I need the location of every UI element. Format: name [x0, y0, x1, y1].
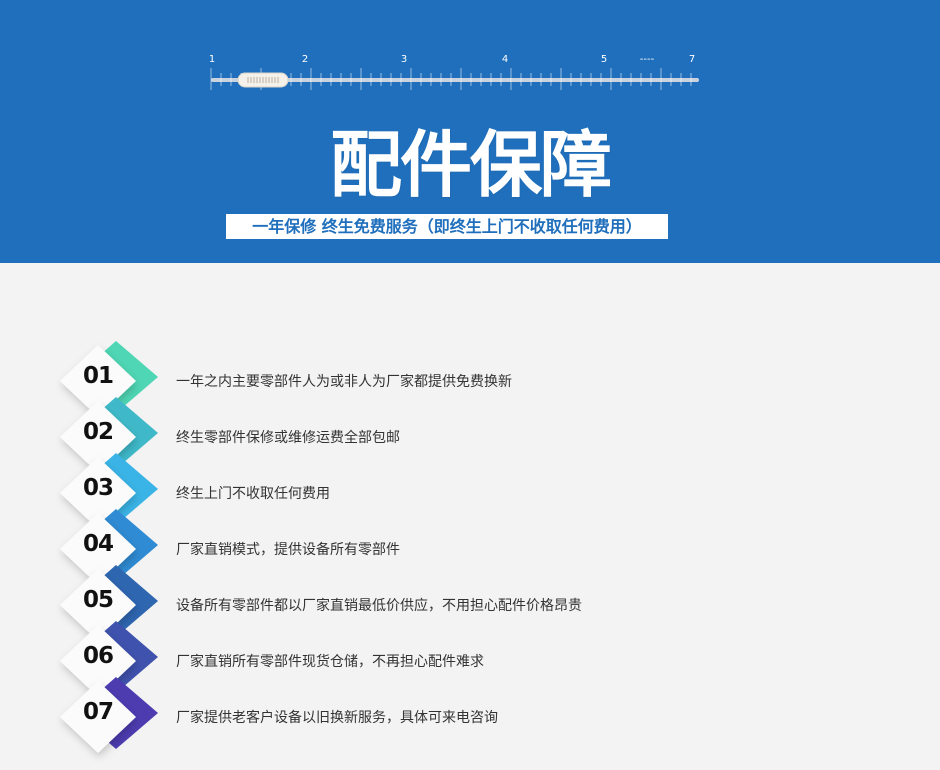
- item-text: 厂家提供老客户设备以旧换新服务，具体可来电咨询: [176, 710, 498, 726]
- item-text: 一年之内主要零部件人为或非人为厂家都提供免费换新: [176, 374, 512, 390]
- ruler-label: ----: [640, 54, 655, 65]
- item-number: 03: [82, 475, 114, 501]
- ruler-label: 7: [689, 54, 695, 65]
- ruler-slider[interactable]: 1 2 3 4 5 ---- 7: [0, 0, 940, 100]
- page-title: 配件保障: [329, 123, 612, 207]
- item-text: 厂家直销所有零部件现货仓储，不再担心配件难求: [176, 654, 484, 670]
- ruler-label: 4: [502, 54, 508, 65]
- ruler-slider-handle[interactable]: [237, 72, 289, 88]
- ruler-label: 2: [302, 54, 308, 65]
- item-number: 05: [82, 587, 114, 613]
- item-text: 终生上门不收取任何费用: [176, 486, 330, 502]
- item-number: 02: [82, 419, 114, 445]
- number-diamond-icon: 07: [58, 677, 158, 761]
- subtitle-badge: 一年保修 终生免费服务（即终生上门不收取任何费用）: [226, 214, 668, 239]
- ruler-label: 5: [601, 54, 607, 65]
- item-number: 07: [82, 699, 114, 725]
- ruler-label: 3: [401, 54, 407, 65]
- item-number: 06: [82, 643, 114, 669]
- ruler-label: 1: [209, 54, 215, 65]
- guarantee-item: 05 设备所有零部件都以厂家直销最低价供应，不用担心配件价格昂贵: [0, 565, 940, 641]
- item-text: 设备所有零部件都以厂家直销最低价供应，不用担心配件价格昂贵: [176, 598, 582, 614]
- guarantee-item: 07 厂家提供老客户设备以旧换新服务，具体可来电咨询: [0, 677, 940, 753]
- item-text: 厂家直销模式，提供设备所有零部件: [176, 542, 400, 558]
- item-number: 04: [82, 531, 114, 557]
- item-text: 终生零部件保修或维修运费全部包邮: [176, 430, 400, 446]
- ruler-track: [211, 78, 699, 82]
- guarantee-item: 01 一年之内主要零部件人为或非人为厂家都提供免费换新: [0, 341, 940, 417]
- header-banner: 1 2 3 4 5 ---- 7 配件保障 一年保修 终生免费服务（即终生上门不收取任何费用…: [0, 0, 940, 263]
- item-number: 01: [82, 363, 114, 389]
